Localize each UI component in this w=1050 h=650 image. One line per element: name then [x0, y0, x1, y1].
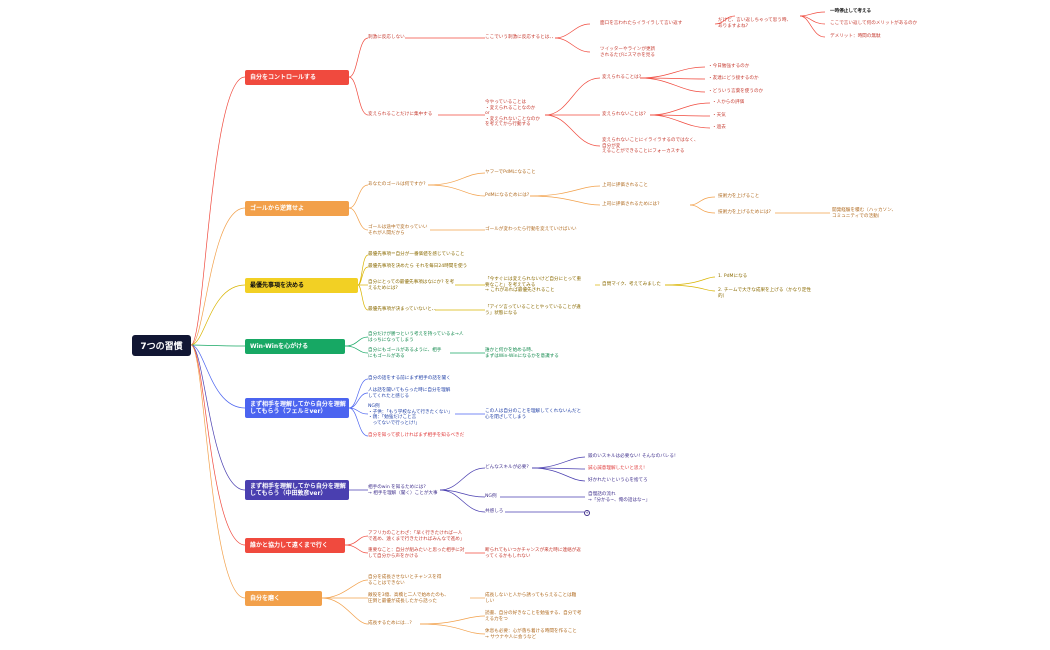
node-merit[interactable]: ここで言い返して何のメリットがあるのか	[830, 21, 918, 26]
node-item-pdm[interactable]: 1. PdMになる	[718, 274, 748, 279]
node-inconsistent[interactable]: 「アイツ言っていることとやっていることが違 う」状態になる	[485, 305, 581, 316]
node-no-skill[interactable]: 鍛のいスキルは必要ない! そんなのバレる!	[588, 454, 676, 459]
node-boss-eval[interactable]: 上司に評価されること	[602, 183, 648, 188]
node-sincere[interactable]: 誠心誠意理解したいと思え!	[588, 466, 645, 471]
node-dev-experience[interactable]: 開発経験を積む（ハッカソン、 コミュニティでの活動）	[832, 208, 897, 219]
node-listen-first[interactable]: 自分の話をする前にまず相手の話を聞く	[368, 376, 451, 381]
node-priority-def[interactable]: 最優先事項＝自分が一番価値を感じていること	[368, 252, 465, 257]
node-change-action[interactable]: ゴールが変わったら行動を変えていけばいい	[485, 227, 577, 232]
node-know-their-win[interactable]: 相手のwin を知るためには? → 相手を理解（聞く）ことが大事	[368, 485, 438, 496]
link-icon[interactable]: +	[584, 510, 590, 516]
node-talk-back[interactable]: 面口を言われたらイライラして言い返す	[600, 21, 683, 26]
node-conscious-win-win[interactable]: 誰かと何かを始める時、 まずはWin-Winになるかを意識する	[485, 348, 559, 359]
node-priority-24h[interactable]: 最優先事項を決めたら それを毎日24時間を使う	[368, 264, 468, 269]
node-started-together[interactable]: 敵役を3億、高橋と二人で始めたのも、 圧倒と最優が成長したから話った	[368, 593, 449, 604]
node-ng-case[interactable]: NG例	[485, 494, 497, 499]
node-your-goal[interactable]: あなたのゴールは何ですか?	[368, 182, 426, 187]
node-word-choice[interactable]: ・どういう言葉を使うのか	[708, 89, 764, 94]
node-unchangeable[interactable]: 変えられないことは?	[602, 112, 646, 117]
node-know-other-first[interactable]: 自分を知って欲しければまず相手を知るべきだ	[368, 433, 465, 438]
branch-self-improve[interactable]: 自分を磨く	[245, 591, 322, 606]
node-reading-study[interactable]: 読書、自分の好きなことを勉強する、自分で考 える力をつ	[485, 611, 582, 622]
node-grow-for-chance[interactable]: 自分を成長させないとチャンスを得 ることはできない	[368, 575, 442, 586]
node-others-goal[interactable]: 自分にもゴールがあるように、相手 にもゴールがある	[368, 348, 442, 359]
node-reach-out[interactable]: 重要なこと：自分が組みたいと思った相手に対 して自分から声をかける	[368, 548, 465, 559]
node-raise-skill[interactable]: 技術力を上げること	[718, 194, 760, 199]
node-become-pdm[interactable]: ヤフーでPdMになること	[485, 170, 536, 175]
node-close-heart[interactable]: この人は自分のことを理解してくれないんだと 心を閉ざしてしまう	[485, 409, 582, 420]
node-react-meaning[interactable]: ここでいう刺激に反応するとは、、	[485, 35, 557, 40]
node-check-phone[interactable]: ツイッターやラインが更新 されるたびにスマホを見る	[600, 47, 656, 58]
node-how-pdm[interactable]: PdMになるためには?	[485, 193, 530, 198]
node-invited-if-grow[interactable]: 成長しないと人から誘ってもらえることは難 しい	[485, 593, 577, 604]
branch-priorities[interactable]: 最優先事項を決める	[245, 278, 358, 293]
node-treat-friends[interactable]: ・友達にどう接するのか	[708, 76, 759, 81]
node-ng-example[interactable]: NG例 ・子供：「もう学校なんて行きたくない」 ・親：「勉強だけこと言 ってない…	[368, 404, 453, 426]
branch-goal-backward[interactable]: ゴールから逆算せよ	[245, 201, 349, 216]
node-find-priority[interactable]: 自分にとっての最優先事項はなにか? を考 えるためには?	[368, 280, 455, 291]
node-goal-may-change[interactable]: ゴールは途中で変わっていい それが人間だから	[368, 225, 428, 236]
node-pause-think[interactable]: 一時停止して考える	[830, 9, 872, 14]
node-how-grow[interactable]: 成長するためには…?	[368, 621, 412, 626]
node-drop-liked[interactable]: 好かれたいという心を捨てろ	[588, 478, 648, 483]
node-rest[interactable]: 休息も必要：心が落ち着ける時間を作ること → サウナや人に会うなど	[485, 629, 577, 640]
node-item-team[interactable]: 2. チームで大きな成果を上げる（かなり定性 的）	[718, 288, 811, 299]
node-past[interactable]: ・過去	[712, 125, 726, 130]
root-node[interactable]: 7つの習慣	[132, 335, 191, 356]
node-no-priority[interactable]: 最優先事項が決まっていないと、、	[368, 307, 439, 312]
node-talk-back-question[interactable]: だけど、言い返しちゃって思う時、 ありますよね?	[718, 18, 792, 29]
node-others-eval[interactable]: ・人からの評価	[712, 100, 745, 105]
node-skill-needed[interactable]: どんなスキルが必要?	[485, 465, 529, 470]
node-changeable[interactable]: 変えられることは?	[602, 75, 642, 80]
branch-cooperate[interactable]: 誰かと協力して遠くまで行く	[245, 538, 345, 553]
node-how-boss-eval[interactable]: 上司に評価されるためには?	[602, 202, 660, 207]
node-how-raise-skill[interactable]: 技術力を上げるためには?	[718, 210, 771, 215]
node-chance-later[interactable]: 断られてもいつかチャンスが来た時に連絡が返 ってくるかもしれない	[485, 548, 581, 559]
node-weather[interactable]: ・天気	[712, 113, 726, 118]
node-focus-changeable[interactable]: 変えられることだけに集中する	[368, 112, 433, 117]
node-important-unchangeable[interactable]: 「今すぐには変えられないけど自分にとって重 要なこと」を考えてみる → これがあ…	[485, 277, 582, 294]
node-boast-flow[interactable]: 自慢話の流れ →「分かる~、俺の話はな~」	[588, 492, 651, 503]
branch-understand-fermi[interactable]: まず相手を理解してから自分を理解 してもらう（フェルミver）	[245, 398, 349, 418]
branch-win-win[interactable]: Win-Winを心がける	[245, 339, 345, 354]
node-no-react[interactable]: 刺激に反応しない	[368, 35, 405, 40]
node-empathize[interactable]: 共感しろ	[485, 509, 504, 514]
branch-understand-nakata[interactable]: まず相手を理解してから自分を理解 してもらう（中田敦彦ver）	[245, 480, 349, 500]
node-african-proverb[interactable]: アフリカのことわざ：「早く行きたければ一人 で進め、遠くまで行きたければみんなで…	[368, 531, 465, 542]
branch-self-control[interactable]: 自分をコントロールする	[245, 70, 349, 85]
node-study-today[interactable]: ・今日勉強するのか	[708, 64, 750, 69]
node-demerit[interactable]: デメリット：時間の無駄	[830, 34, 881, 39]
node-self-question[interactable]: 自問マイク、考えてみました	[602, 282, 661, 287]
node-feel-understood[interactable]: 人は話を聞いてもらった時に自分を理解 してくれたと感じる	[368, 388, 451, 399]
node-only-me-win[interactable]: 自分だけが勝つという考えを持っているよ→人 はっちになってしまう	[368, 332, 464, 343]
node-think-before-act[interactable]: 今やっていることは ・変えられることなのか or ・変えられないことなのか を考…	[485, 100, 540, 128]
node-focus-message[interactable]: 変えられないことにイライラするのではなく、 自分が変 えることができることにフォ…	[602, 138, 699, 155]
